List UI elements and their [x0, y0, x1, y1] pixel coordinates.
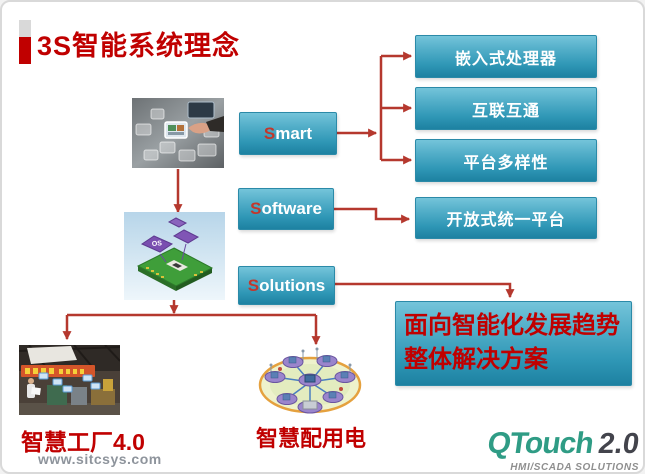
svg-text:OS: OS [152, 240, 163, 248]
solutions-rest: olutions [259, 275, 326, 295]
title-accent-bar-icon [19, 20, 31, 64]
result-line2: 整体解决方案 [404, 346, 548, 373]
result-line1: 面向智能化发展趋势 [404, 312, 620, 339]
smart-factory-photo [19, 345, 120, 415]
smart-power-grid-illustration [257, 344, 364, 419]
smart-initial: S [263, 123, 276, 143]
open-platform-box: 开放式统一平台 [415, 197, 597, 239]
result-box: 面向智能化发展趋势 整体解决方案 [395, 301, 632, 386]
feature-box-interconnection: 互联互通 [415, 87, 597, 130]
bar-gray-segment [19, 20, 31, 37]
touch-interface-photo [132, 98, 224, 168]
logo-version: 2.0 [596, 428, 642, 460]
bar-red-segment [19, 37, 31, 64]
smart-rest: mart [275, 123, 313, 143]
website-url: www.sitcsys.com [38, 451, 162, 467]
logo-brand: QTouch [485, 427, 596, 460]
embedded-circuit-board-illustration: OS [124, 212, 225, 300]
solutions-initial: S [247, 275, 260, 295]
feature-box-embedded-processor: 嵌入式处理器 [415, 35, 597, 78]
software-initial: S [250, 199, 262, 218]
page-title: 3S智能系统理念 [37, 31, 241, 61]
feature-box-platform-diversity: 平台多样性 [415, 139, 597, 182]
software-rest: oftware [261, 199, 322, 218]
logo-tagline: HMI/SCADA SOLUTIONS [510, 462, 639, 473]
qtouch-logo: QTouch 2.0 HMI/SCADA SOLUTIONS [479, 427, 642, 473]
power-caption: 智慧配用电 [256, 426, 367, 451]
factory-caption: 智慧工厂4.0 [21, 429, 145, 455]
